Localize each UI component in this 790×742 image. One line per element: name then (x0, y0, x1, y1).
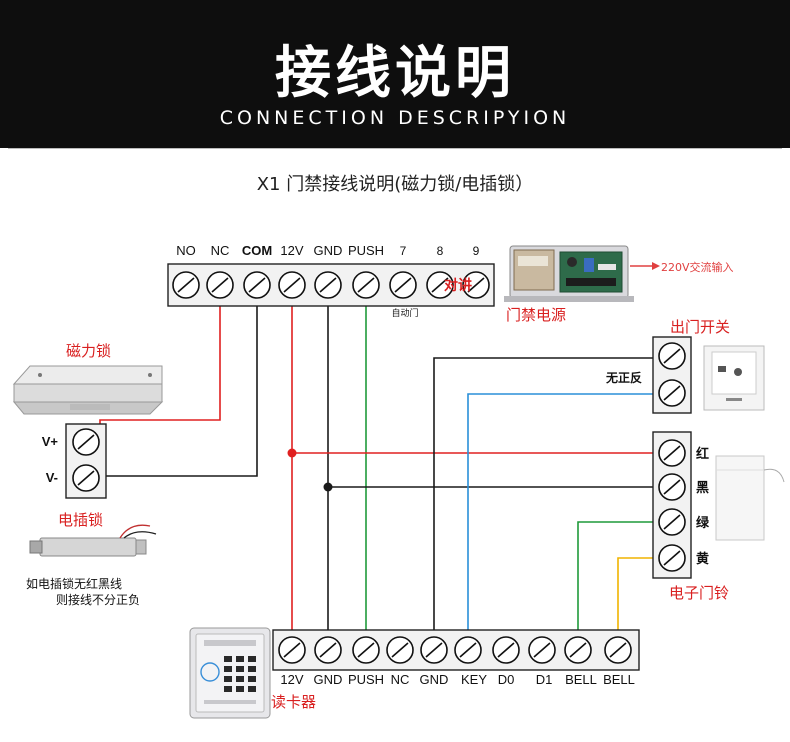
doorbell-terminal-block (652, 431, 692, 579)
reader-terminal-label: BELL (603, 672, 635, 687)
power-terminal-label: GND (314, 243, 343, 258)
doorbell-wire-color-labels: 红 黑 绿 黄 (696, 446, 710, 567)
ac-input-label: 220V交流输入 (661, 260, 734, 274)
reader-label: 读卡器 (271, 693, 316, 711)
power-terminal-label: 9 (473, 244, 480, 258)
wire-color-label: 绿 (696, 515, 710, 531)
power-terminal-label: COM (242, 243, 272, 258)
wire-color-label: 黑 (696, 481, 709, 496)
power-terminal-label: 7 (400, 244, 407, 258)
diagram-title: X1 门禁接线说明(磁力锁/电插锁） (257, 174, 534, 195)
reader-terminal-label: BELL (565, 672, 597, 687)
bolt-lock-image (29, 524, 157, 557)
power-terminal-label: NC (211, 243, 230, 258)
bolt-lock-label: 电插锁 (58, 511, 103, 529)
black-junction (323, 482, 333, 492)
reader-terminal-label: KEY (461, 672, 487, 687)
maglock-label: 磁力锁 (66, 342, 111, 360)
doorbell-image (715, 455, 785, 541)
wire-color-label: 黄 (696, 551, 709, 567)
power-terminal-label: PUSH (348, 243, 384, 258)
exit-button-image (703, 345, 765, 411)
exit-button-label: 出门开关 (670, 318, 730, 336)
power-supply-device (504, 245, 634, 302)
exit-button-terminal-block (652, 336, 692, 414)
maglock-vplus-label: V+ (42, 434, 59, 449)
reader-terminal-label: GND (314, 672, 343, 687)
header-divider (8, 148, 782, 149)
red-junction (287, 448, 297, 458)
auto-door-label: 自动门 (391, 307, 418, 319)
ac-input-arrow (630, 262, 660, 270)
power-terminal-label: 8 (437, 244, 444, 258)
no-polarity-label: 无正反 (605, 370, 642, 385)
maglock-vminus-label: V- (46, 470, 58, 485)
intercom-label: 对讲 (444, 277, 472, 294)
reader-terminal-labels: 12V GND PUSH NC GND KEY D0 D1 BELL BELL (280, 672, 634, 687)
reader-terminal-label: D0 (498, 672, 515, 687)
power-terminal-labels: NO NC COM 12V GND PUSH 7 8 9 (176, 243, 479, 258)
reader-terminal-label: D1 (536, 672, 553, 687)
reader-terminal-label: GND (420, 672, 449, 687)
page-title: 接线说明 (275, 41, 515, 106)
power-supply-label: 门禁电源 (506, 306, 566, 324)
reader-terminal-block (272, 629, 640, 671)
power-terminal-label: NO (176, 243, 196, 258)
page-subtitle: CONNECTION DESCRIPYION (219, 107, 571, 129)
bolt-note-1: 如电插锁无红黑线 (26, 576, 122, 591)
power-terminal-label: 12V (280, 243, 303, 258)
maglock-image (12, 365, 164, 415)
card-reader-image (189, 627, 271, 719)
header-banner: 接线说明 CONNECTION DESCRIPYION (0, 0, 790, 148)
bolt-note-2: 则接线不分正负 (56, 592, 140, 607)
maglock-terminal-block (65, 423, 107, 499)
reader-terminal-label: 12V (280, 672, 303, 687)
power-terminal-block (167, 263, 495, 307)
reader-terminal-label: NC (391, 672, 410, 687)
wire-color-label: 红 (696, 446, 709, 462)
doorbell-label: 电子门铃 (669, 584, 729, 602)
reader-terminal-label: PUSH (348, 672, 384, 687)
